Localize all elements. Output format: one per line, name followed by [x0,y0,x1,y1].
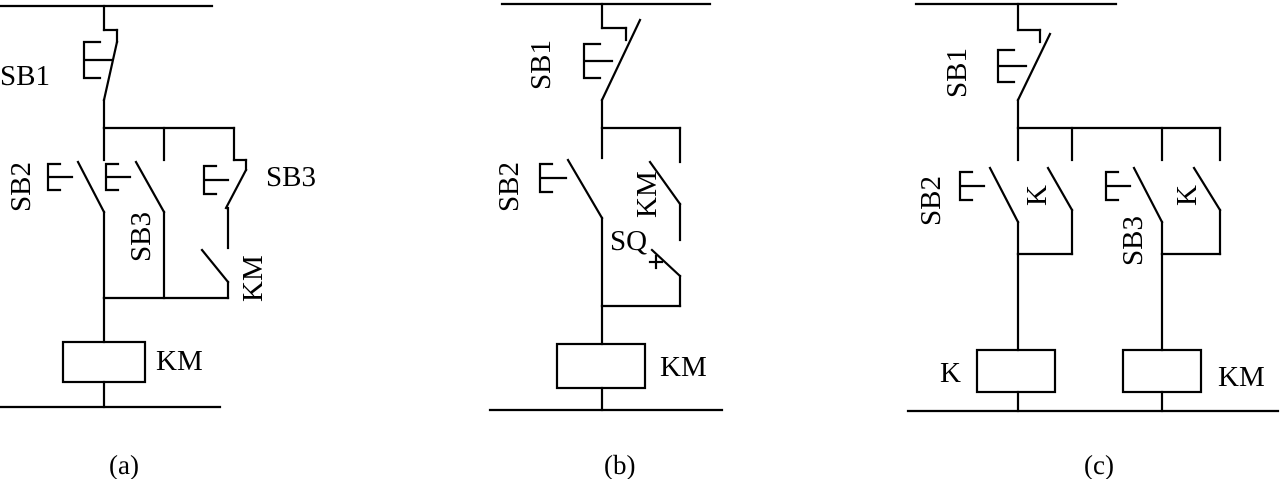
label-km-coil-b: KM [660,351,707,383]
label-sb3-c: SB3 [1117,216,1149,266]
sb1-switch-c [996,28,1052,130]
label-k-contact-2-c: K [1171,185,1203,206]
km-coil-a [61,340,147,384]
k-contact-1-c [1046,166,1074,256]
km-coil-b [555,342,647,390]
km-coil-c [1121,348,1203,394]
k-coil-c [975,348,1057,394]
label-km-contact-a: KM [237,255,269,302]
km-contact-a [200,248,230,284]
caption-c: (c) [1084,450,1114,479]
label-sb3-right-a: SB3 [266,161,316,193]
circuit-c: SB1 SB2 K SB3 K [906,2,1280,479]
km-contact-b [648,160,682,242]
label-sb1-b: SB1 [525,40,557,90]
sb2-switch-c [958,166,1020,224]
label-k-coil-c: K [940,357,961,389]
label-sb2-c: SB2 [915,176,947,226]
label-sb3-left-a: SB3 [125,212,157,262]
caption-a: (a) [109,450,139,479]
sb1-switch-b [582,18,642,130]
label-k-contact-1-c: K [1021,185,1053,206]
label-km-coil-c: KM [1218,361,1265,393]
circuit-a: SB1 SB2 SB3 SB3 KM [0,4,316,479]
sb2-switch-a [46,160,106,214]
label-sb2-b: SB2 [493,162,525,212]
label-sb1-a: SB1 [0,60,50,92]
label-km-contact-b: KM [631,171,663,218]
sq-switch-b [648,248,682,308]
label-sb2-a: SB2 [5,162,37,212]
k-contact-2-c [1192,166,1222,256]
sb3-right-switch-a [202,158,248,210]
sb2-switch-b [538,158,604,220]
label-km-coil-a: KM [156,345,203,377]
sb3-switch-c [1104,166,1164,224]
sb3-left-switch-a [104,160,166,214]
caption-b: (b) [604,450,635,479]
sb1-switch-a [82,28,119,130]
circuit-b: SB1 SB2 KM SQ KM (b) [488,2,724,479]
label-sb1-c: SB1 [941,48,973,98]
label-sq-b: SQ [610,225,647,257]
